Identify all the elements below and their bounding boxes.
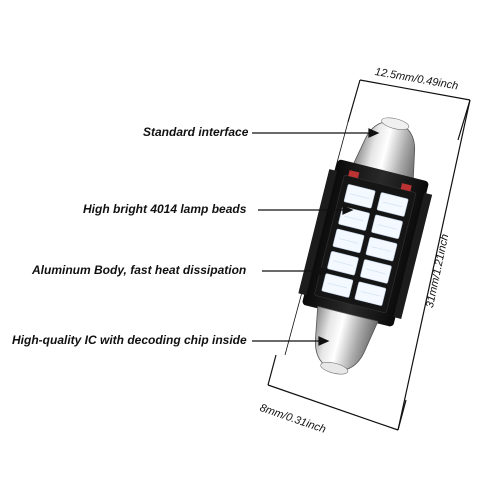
dimension-tip-right-tick <box>397 399 407 431</box>
body-fin-left <box>298 169 338 296</box>
led-chip-highlight <box>366 268 386 275</box>
arrowhead-icon <box>318 336 330 346</box>
callout-standard-interface: Standard interface <box>143 125 249 139</box>
callout-arrows <box>252 128 380 346</box>
callout-aluminum-body: Aluminum Body, fast heat dissipation <box>32 263 247 277</box>
pcb-component <box>348 170 360 179</box>
led-chip-highlight <box>338 238 359 244</box>
led-chip-highlight <box>333 260 353 267</box>
arrowhead-icon <box>342 205 354 215</box>
dimension-tip-line <box>267 384 399 431</box>
dimension-width-left-tick <box>347 79 361 123</box>
led-grid <box>321 184 409 306</box>
led-chip-highlight <box>382 201 403 208</box>
body-fin-right <box>393 192 433 319</box>
led-chip-highlight <box>360 290 381 297</box>
led-chip-highlight <box>371 246 392 252</box>
bottom-cap-tip <box>320 362 349 375</box>
led-bulb <box>298 117 433 375</box>
led-chip-highlight <box>349 193 370 200</box>
dimension-width-line <box>359 79 471 101</box>
dimension-tip-left-tick <box>267 354 277 386</box>
led-chip-highlight <box>377 223 397 230</box>
pcb-component <box>400 183 412 192</box>
callout-ic-chip: High-quality IC with decoding chip insid… <box>12 333 247 347</box>
top-cap-tip <box>381 117 410 130</box>
callout-lamp-beads: High bright 4014 lamp beads <box>83 202 247 216</box>
arrowhead-icon <box>368 128 380 138</box>
dimension-lines <box>267 79 471 431</box>
dimension-length-line <box>397 99 471 431</box>
led-chip-highlight <box>327 282 348 289</box>
led-chip-highlight <box>344 215 364 222</box>
arrowhead-icon <box>318 266 330 276</box>
